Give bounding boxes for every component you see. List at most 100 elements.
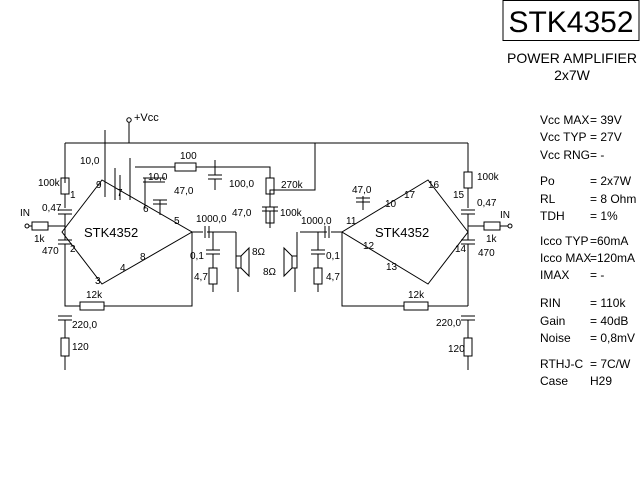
right-speaker <box>291 255 298 269</box>
left-c-out-label: 1000,0 <box>196 214 227 225</box>
left-r-120 <box>60 337 70 357</box>
spec-value: = 40dB <box>590 314 628 328</box>
right-ic-label: STK4352 <box>375 225 429 240</box>
spec-value: = 1% <box>590 209 618 223</box>
spec-name: Vcc TYP <box>540 130 586 144</box>
left-pin-9: 9 <box>96 180 102 191</box>
spec-row: Vcc RNG= - <box>540 148 604 162</box>
vcc-label: +Vcc <box>134 112 159 124</box>
left-r-100k-label: 100k <box>280 208 303 219</box>
spec-row: RIN = 110k <box>540 296 626 310</box>
left-ic-label: STK4352 <box>84 225 138 240</box>
spec-row: Vcc MAX= 39V <box>540 113 622 127</box>
left-pin-4: 4 <box>120 263 126 274</box>
spec-value: H29 <box>590 374 612 388</box>
right-speaker-label: 8Ω <box>263 267 277 278</box>
right-pin-14: 14 <box>455 244 467 255</box>
right-channel: STK4352 100k 0,47 IN 1k 470 10 11 12 13 … <box>263 171 513 370</box>
right-r-bias-top <box>463 171 473 189</box>
left-pin-2: 2 <box>70 244 76 255</box>
spec-value: = 110k <box>590 296 626 310</box>
right-pin-15: 15 <box>453 190 465 201</box>
spec-name: Icco MAX <box>540 251 591 265</box>
subtitle-function: POWER AMPLIFIER <box>507 50 637 66</box>
spec-value: = - <box>590 148 604 162</box>
spec-value: = - <box>590 268 604 282</box>
left-speaker <box>235 255 242 269</box>
spec-value: = 39V <box>590 113 622 127</box>
left-c-01-label: 0,1 <box>190 251 204 262</box>
spec-value: = 8 Ohm <box>590 192 636 206</box>
right-r-12k <box>403 301 429 311</box>
spec-value: = 27V <box>590 130 622 144</box>
spec-value: = 7C/W <box>590 357 631 371</box>
left-r-47 <box>208 267 218 285</box>
spec-name: RTHJ-C <box>540 357 583 371</box>
right-c-01-label: 0,1 <box>326 251 340 262</box>
left-pin-5: 5 <box>174 216 180 227</box>
left-r-47-label: 4,7 <box>194 272 208 283</box>
spec-row: Icco MAX=120mA <box>540 251 635 265</box>
left-c-220-label: 220,0 <box>72 320 97 331</box>
right-r-470-label: 470 <box>478 248 495 259</box>
left-speaker-label: 8Ω <box>252 247 266 258</box>
spec-row: Noise = 0,8mV <box>540 331 635 345</box>
spec-name: RL <box>540 192 556 206</box>
right-r-47 <box>313 267 323 285</box>
right-pin-12: 12 <box>363 241 375 252</box>
right-pin-13: 13 <box>386 262 398 273</box>
spec-row: RL = 8 Ohm <box>540 192 636 206</box>
part-title: STK4352 <box>508 6 633 39</box>
left-r-fb <box>174 162 197 172</box>
left-pin-3: 3 <box>95 276 101 287</box>
spec-row: Po= 2x7W <box>540 174 632 188</box>
right-pin-10: 10 <box>385 199 397 210</box>
right-pin-17: 17 <box>404 190 416 201</box>
left-r-12k-label: 12k <box>86 290 103 301</box>
left-r-in-label: 1k <box>34 234 46 245</box>
spec-name: RIN <box>540 296 561 310</box>
spec-name: TDH <box>540 209 565 223</box>
left-r-bias-top-label: 100k <box>38 178 61 189</box>
left-c-in-label: 0,47 <box>42 203 62 214</box>
spec-value: =120mA <box>590 251 635 265</box>
spec-value: =60mA <box>590 234 628 248</box>
right-c-47-label: 47,0 <box>352 185 372 196</box>
right-r-47-label: 4,7 <box>326 272 340 283</box>
right-input-terminal <box>507 223 513 229</box>
right-r-12k-label: 12k <box>408 290 425 301</box>
spec-row: Gain = 40dB <box>540 314 628 328</box>
left-r-12k <box>79 301 105 311</box>
spec-row: Case H29 <box>540 374 612 388</box>
right-r-bias-top-label: 100k <box>477 172 500 183</box>
right-c-in-label: 0,47 <box>477 198 497 209</box>
spec-name: Icco TYP <box>540 234 588 248</box>
left-pin-1: 1 <box>70 190 76 201</box>
spec-value: = 0,8mV <box>590 331 635 345</box>
right-r-in-label: 1k <box>486 234 498 245</box>
spec-name: Gain <box>540 314 565 328</box>
spec-name: Vcc MAX <box>540 113 589 127</box>
spec-value: = 2x7W <box>590 174 632 188</box>
spec-name: Vcc RNG <box>540 148 590 162</box>
subtitle-power: 2x7W <box>554 67 591 83</box>
left-in-label: IN <box>20 208 30 219</box>
left-r-470-label: 470 <box>42 246 59 257</box>
left-pin-8: 8 <box>140 252 146 263</box>
right-r-in <box>483 221 501 231</box>
spec-name: Noise <box>540 331 571 345</box>
left-c-47-label: 47,0 <box>174 186 194 197</box>
spec-row: Vcc TYP = 27V <box>540 130 622 144</box>
left-c-10-a-label: 10,0 <box>80 156 100 167</box>
left-c-10-b-label: 10,0 <box>148 172 168 183</box>
left-r-in <box>31 221 49 231</box>
left-r-100k <box>265 206 275 224</box>
spec-name: Case <box>540 374 568 388</box>
spec-row: TDH = 1% <box>540 209 618 223</box>
left-r-270k-label: 270k <box>281 180 304 191</box>
left-c-100-label: 100,0 <box>229 179 254 190</box>
right-r-120-label: 120 <box>448 344 465 355</box>
